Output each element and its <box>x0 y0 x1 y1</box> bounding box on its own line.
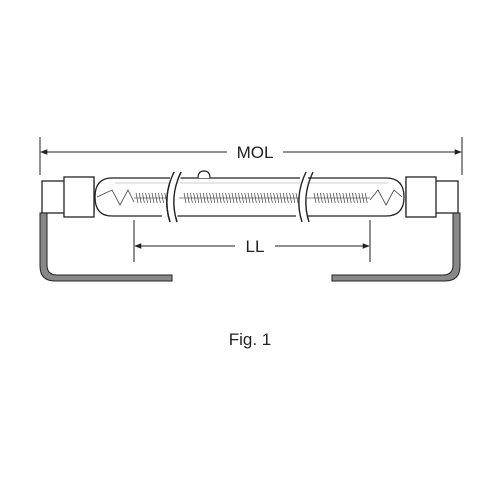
filament-coil-turn <box>241 192 244 204</box>
filament-coil-turn <box>244 192 248 204</box>
filament-coil-turn <box>148 192 152 204</box>
filament-coil-turn <box>247 192 251 204</box>
filament-coil-turn <box>323 192 326 204</box>
filament-coil-turn <box>222 192 225 204</box>
break-mark-left-a2 <box>166 171 175 223</box>
filament-coil-turn <box>355 192 358 204</box>
filament-coil-turn <box>161 192 164 204</box>
filament-coil-turn <box>345 192 349 204</box>
filament-support-left <box>96 189 135 206</box>
filament <box>96 189 403 206</box>
lead-wires <box>39 212 461 282</box>
lead-wire-left <box>39 212 173 282</box>
filament-coil-turn <box>270 192 273 204</box>
mol-dimension: MOL <box>39 137 463 175</box>
filament-coil-turn <box>202 192 206 204</box>
filament-coil-turn <box>342 192 346 204</box>
filament-coil-turn <box>339 192 342 204</box>
mol-label: MOL <box>237 143 274 162</box>
filament-coil-turn <box>358 192 362 204</box>
filament-coil-turn <box>206 192 209 204</box>
filament-coil-turn <box>196 192 200 204</box>
filament-coil-turn <box>228 192 232 204</box>
filament-coil-turn <box>289 192 292 204</box>
filament-coil-turn <box>263 192 267 204</box>
tube-outline-right <box>300 177 405 217</box>
exhaust-tip <box>197 170 211 179</box>
filament-coil-turn <box>212 192 216 204</box>
filament-coil-turn <box>225 192 228 204</box>
filament-coil-turn <box>332 192 336 204</box>
filament-coil-turn <box>260 192 264 204</box>
break-marks <box>166 171 314 223</box>
filament-coil-turn <box>199 192 203 204</box>
ll-label: LL <box>246 237 265 256</box>
break-mark-left-b2 <box>173 171 182 223</box>
filament-coil-turn <box>231 192 235 204</box>
end-cap-left-inner <box>63 176 95 218</box>
end-cap-right-inner <box>405 176 437 218</box>
filament-support-right <box>369 189 403 206</box>
filament-coil-turn <box>138 192 142 204</box>
filament-coils <box>135 192 368 204</box>
filament-coil-turn <box>352 192 355 204</box>
figure-caption: Fig. 1 <box>228 330 272 349</box>
filament-coil-turn <box>193 192 196 204</box>
filament-coil-turn <box>238 192 241 204</box>
filament-coil-turn <box>135 192 139 204</box>
filament-coil-turn <box>257 192 260 204</box>
filament-coil-turn <box>190 192 193 204</box>
filament-coil-turn <box>361 192 365 204</box>
filament-coil-turn <box>292 192 296 204</box>
lead-wire-right <box>331 212 461 282</box>
filament-coil-turn <box>329 192 333 204</box>
filament-coil-turn <box>282 192 286 204</box>
lamp-tube <box>94 170 405 217</box>
break-mark-right-a <box>298 171 307 223</box>
filament-coil-turn <box>286 192 289 204</box>
break-gap-right <box>300 174 307 218</box>
filament-coil-turn <box>215 192 219 204</box>
tube-outline-left <box>94 177 172 217</box>
filament-coil-turn <box>151 192 155 204</box>
filament-coil-turn <box>254 192 257 204</box>
filament-coil-turn <box>348 192 352 204</box>
end-caps <box>41 176 459 218</box>
filament-coil-turn <box>158 192 161 204</box>
filament-coil-turn <box>273 192 276 204</box>
filament-coil-turn <box>320 192 323 204</box>
filament-coil-turn <box>326 192 330 204</box>
filament-coil-turn <box>295 192 299 204</box>
filament-coil-turn <box>279 192 283 204</box>
filament-coil-turn <box>336 192 339 204</box>
filament-coil-turn <box>276 192 280 204</box>
filament-coil-turn <box>250 192 254 204</box>
filament-coil-turn <box>364 192 368 204</box>
filament-coil-turn <box>313 192 317 204</box>
filament-coil-turn <box>316 192 320 204</box>
filament-coil-turn <box>145 192 148 204</box>
filament-coil-turn <box>183 192 187 204</box>
filament-coil-turn <box>209 192 212 204</box>
filament-coil-turn <box>266 192 270 204</box>
filament-coil-turn <box>186 192 190 204</box>
filament-coil-turn <box>234 192 238 204</box>
filament-coil-turn <box>154 192 158 204</box>
break-mark-right-b <box>305 171 314 223</box>
filament-coil-turn <box>218 192 222 204</box>
ll-dimension: LL <box>133 220 371 262</box>
filament-coil-turn <box>142 192 145 204</box>
